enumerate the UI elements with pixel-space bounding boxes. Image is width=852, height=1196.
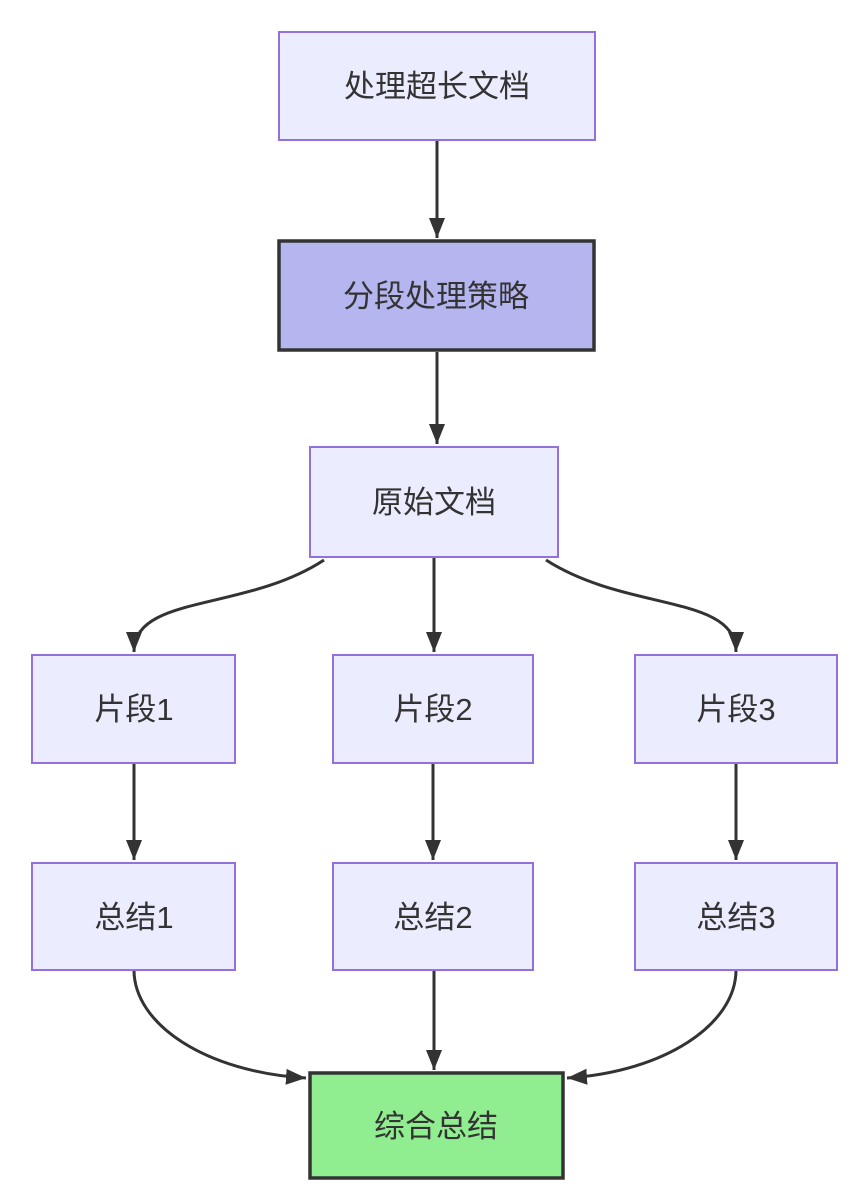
node-summary-1-box bbox=[31, 862, 236, 971]
node-fragment-1: 片段1 bbox=[31, 654, 236, 764]
node-final-summary-label: 综合总结 bbox=[374, 1109, 498, 1144]
node-original-doc-label: 原始文档 bbox=[372, 485, 496, 520]
node-fragment-2-box bbox=[332, 654, 534, 764]
node-fragment-1-label: 片段1 bbox=[94, 692, 173, 727]
node-segment-strategy-box bbox=[277, 239, 596, 352]
edge-original-to-fragment1 bbox=[126, 558, 325, 653]
node-segment-strategy-label: 分段处理策略 bbox=[343, 279, 529, 314]
node-summary-2: 总结2 bbox=[332, 862, 534, 971]
node-fragment-2-label: 片段2 bbox=[393, 692, 472, 727]
node-final-summary-box bbox=[308, 1071, 565, 1180]
node-fragment-3: 片段3 bbox=[634, 654, 838, 764]
node-summary-3: 总结3 bbox=[634, 862, 838, 971]
node-summary-1-label: 总结1 bbox=[94, 900, 173, 935]
node-summary-2-label: 总结2 bbox=[393, 900, 472, 935]
node-process-long-doc-label: 处理超长文档 bbox=[344, 69, 530, 104]
node-summary-3-box bbox=[634, 862, 838, 971]
node-segment-strategy: 分段处理策略 bbox=[277, 239, 596, 352]
node-original-doc-box bbox=[309, 446, 559, 558]
node-final-summary: 综合总结 bbox=[308, 1071, 565, 1180]
node-process-long-doc-box bbox=[278, 31, 596, 141]
node-fragment-3-box bbox=[634, 654, 838, 764]
node-fragment-1-box bbox=[31, 654, 236, 764]
edge-summary1-to-final bbox=[132, 969, 307, 1085]
node-process-long-doc: 处理超长文档 bbox=[278, 31, 596, 141]
node-original-doc: 原始文档 bbox=[309, 446, 559, 558]
edge-original-to-fragment3 bbox=[545, 558, 744, 653]
edge-group bbox=[126, 140, 744, 1085]
node-fragment-2: 片段2 bbox=[332, 654, 534, 764]
edge-summary3-to-final bbox=[566, 969, 738, 1085]
node-summary-2-box bbox=[332, 862, 534, 971]
node-summary-1: 总结1 bbox=[31, 862, 236, 971]
node-summary-3-label: 总结3 bbox=[696, 900, 775, 935]
node-fragment-3-label: 片段3 bbox=[696, 692, 775, 727]
